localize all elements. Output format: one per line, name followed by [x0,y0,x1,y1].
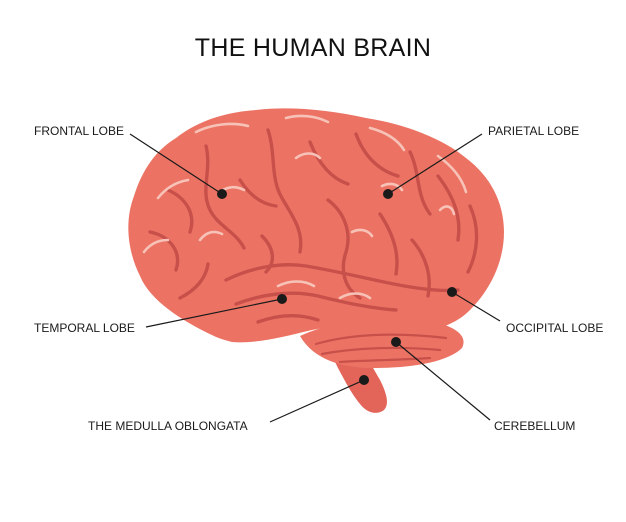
cerebrum-shape [128,108,504,343]
cerebellum-leader [395,341,491,421]
parietal-lobe-leader [387,133,483,195]
occipital-lobe-leader [451,291,501,322]
temporal-lobe-leader [145,298,283,328]
cerebellum-marker [391,337,401,347]
frontal-lobe-label: FRONTAL LOBE [34,124,125,138]
parietal-lobe-marker [383,189,393,199]
medulla-oblongata-leader [269,379,365,423]
temporal-lobe-label: TEMPORAL LOBE [34,321,135,335]
temporal-lobe-marker [277,294,287,304]
cerebellum-label: CEREBELLUM [494,419,576,433]
medulla-oblongata-label: THE MEDULLA OBLONGATA [88,419,248,433]
frontal-lobe-leader [129,133,223,195]
occipital-lobe-label: OCCIPITAL LOBE [506,321,604,335]
frontal-lobe-marker [217,189,227,199]
occipital-lobe-marker [447,287,457,297]
parietal-lobe-label: PARIETAL LOBE [488,124,580,138]
diagram-title: THE HUMAN BRAIN [194,34,432,62]
medulla-oblongata-marker [359,375,369,385]
